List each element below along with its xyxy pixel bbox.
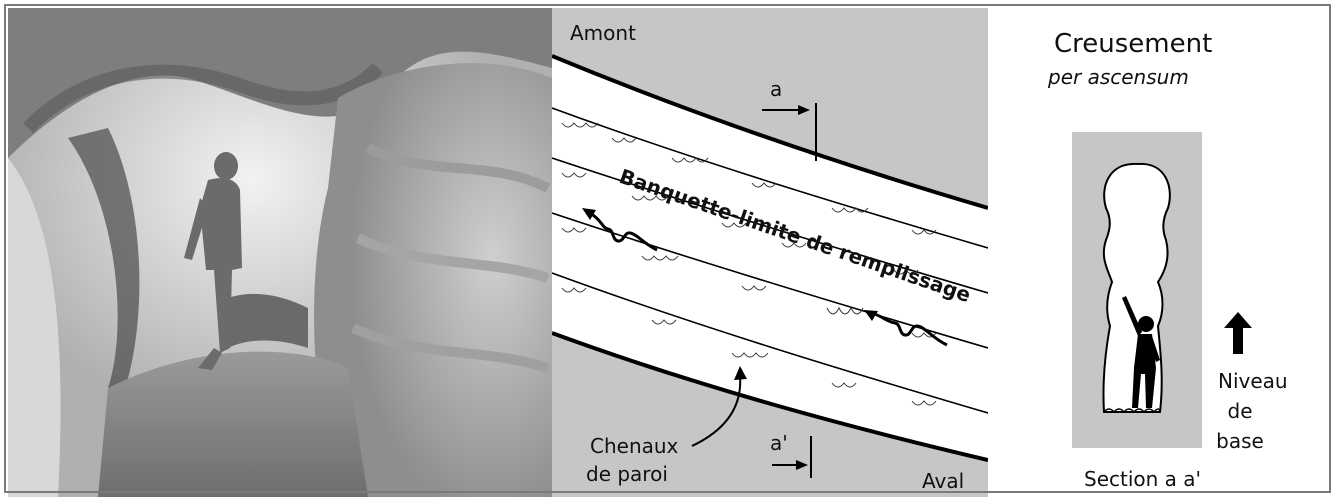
section-a-label: a <box>770 77 782 101</box>
cave-photo <box>8 8 552 497</box>
section-caption: Section a a' <box>1084 467 1201 491</box>
channels-label-line2: de paroi <box>586 462 668 486</box>
section-title-line1: Creusement <box>1054 29 1212 59</box>
channels-label-line1: Chenaux <box>590 434 679 458</box>
up-arrow-icon <box>1224 312 1252 354</box>
section-a-prime-label: a' <box>770 431 788 455</box>
plan-view-svg: Amont Aval a a' Banquette-limite de remp… <box>552 8 988 497</box>
cross-section-svg: Creusement per ascensum Niveau de base S… <box>988 8 1329 497</box>
section-title-line2: per ascensum <box>1047 65 1189 89</box>
upstream-label: Amont <box>570 21 636 45</box>
cave-photo-art <box>8 8 552 497</box>
base-level-label-line2: de <box>1228 399 1253 423</box>
cross-section-panel: Creusement per ascensum Niveau de base S… <box>988 8 1329 497</box>
downstream-label: Aval <box>922 469 964 493</box>
base-level-label-line3: base <box>1216 429 1264 453</box>
base-level-label-line1: Niveau <box>1218 369 1288 393</box>
plan-view-diagram: Amont Aval a a' Banquette-limite de remp… <box>552 8 988 497</box>
